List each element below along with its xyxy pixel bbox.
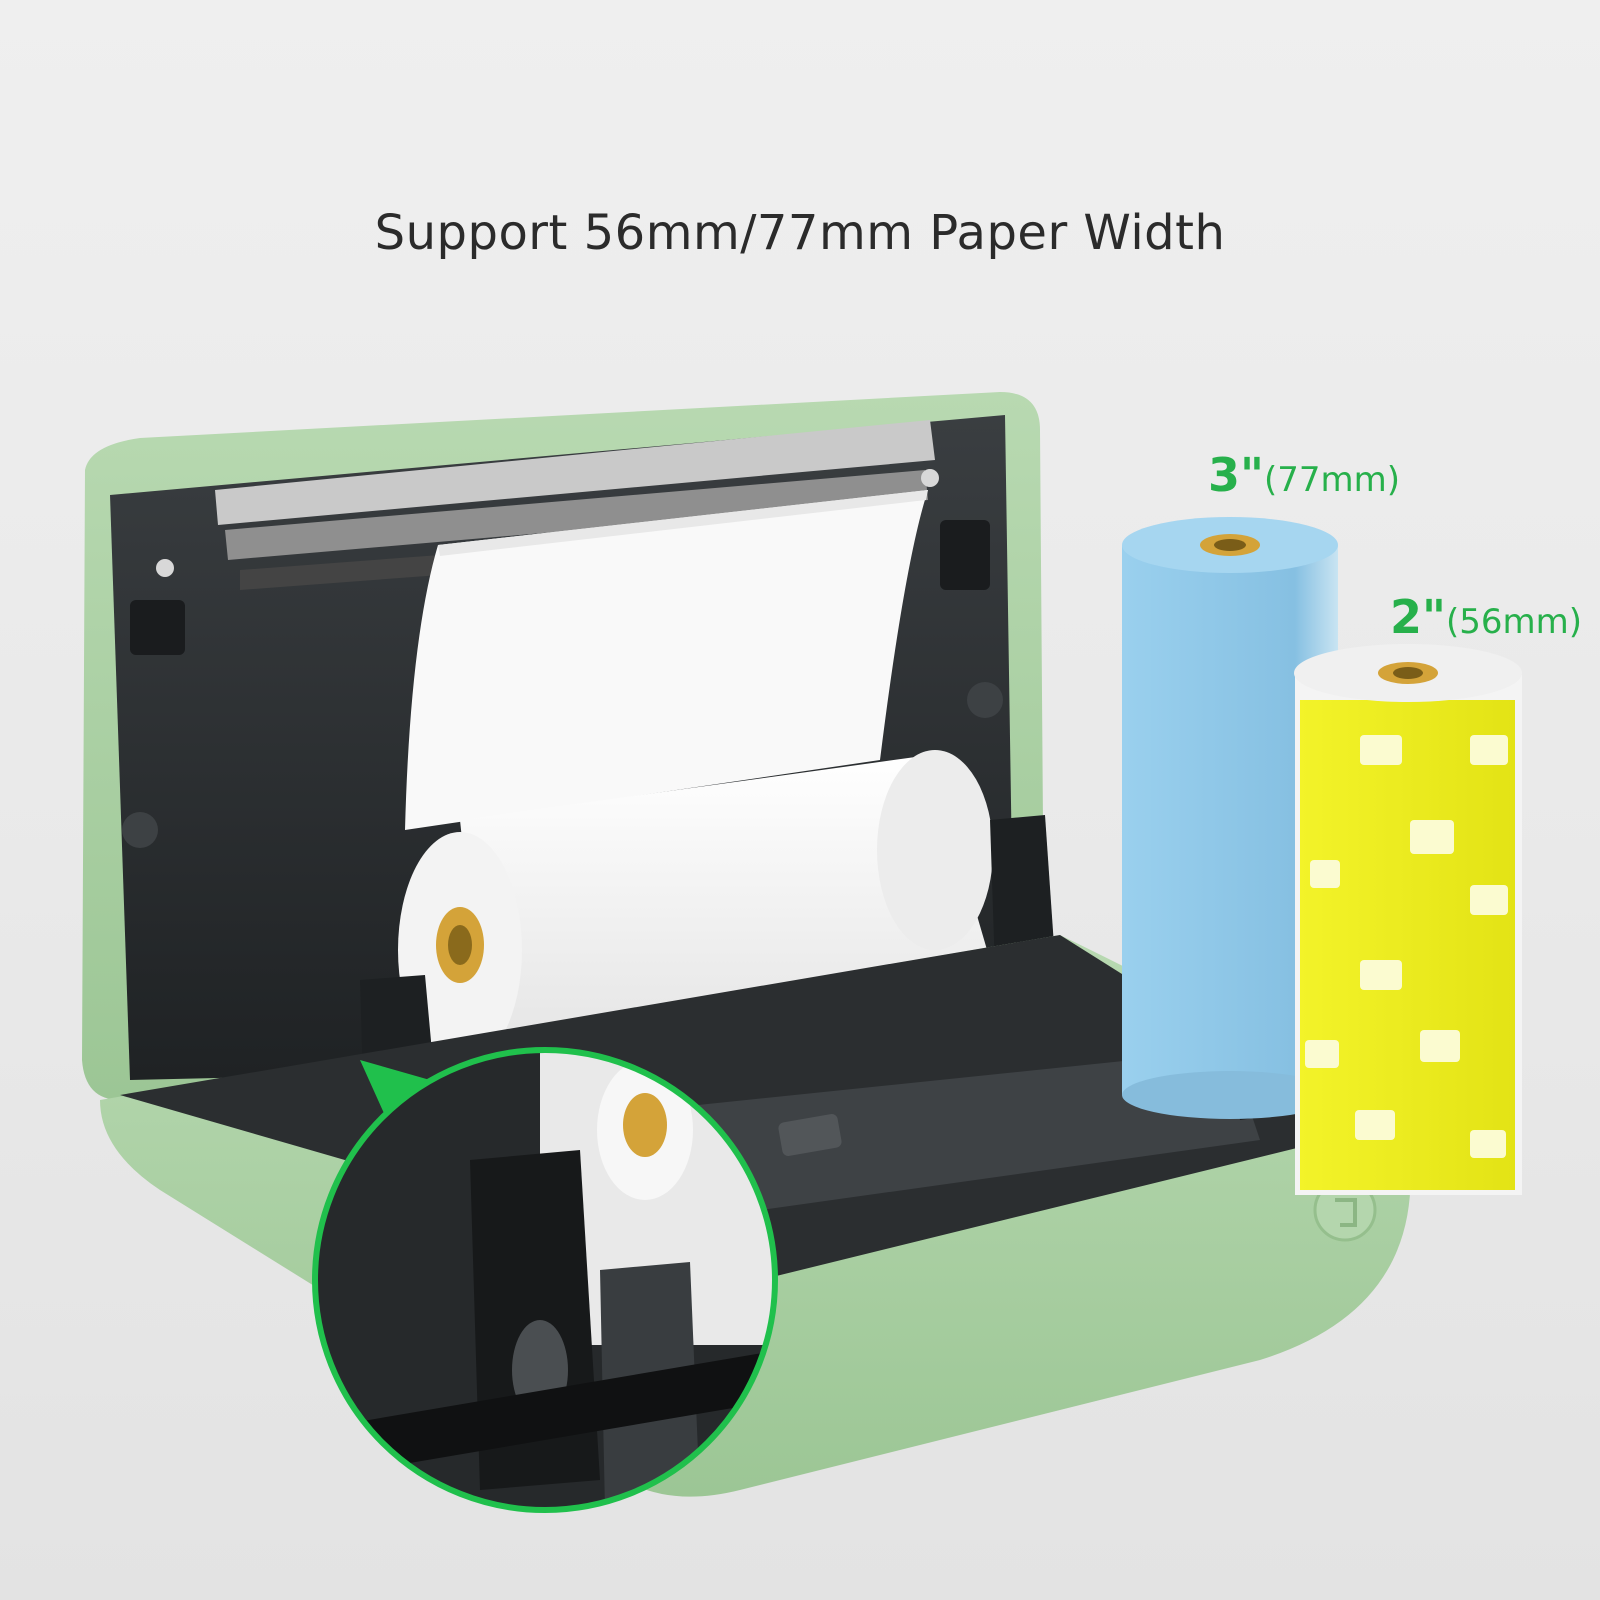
zoom-detail [312, 1047, 778, 1513]
size-label-77mm: 3"(77mm) [1208, 448, 1400, 502]
size-label-mm: (77mm) [1263, 460, 1401, 500]
size-label-inch: 3" [1208, 448, 1264, 502]
roll-pattern [1305, 735, 1508, 1158]
paper-roll-56mm-yellow [1294, 644, 1522, 1195]
headline: Support 56mm/77mm Paper Width [374, 205, 1226, 261]
size-label-inch: 2" [1390, 590, 1446, 644]
size-label-56mm: 2"(56mm) [1390, 590, 1582, 644]
size-label-mm: (56mm) [1445, 602, 1583, 642]
paper-sheet [405, 490, 928, 830]
paper-roll-77mm-blue [1122, 517, 1338, 1119]
